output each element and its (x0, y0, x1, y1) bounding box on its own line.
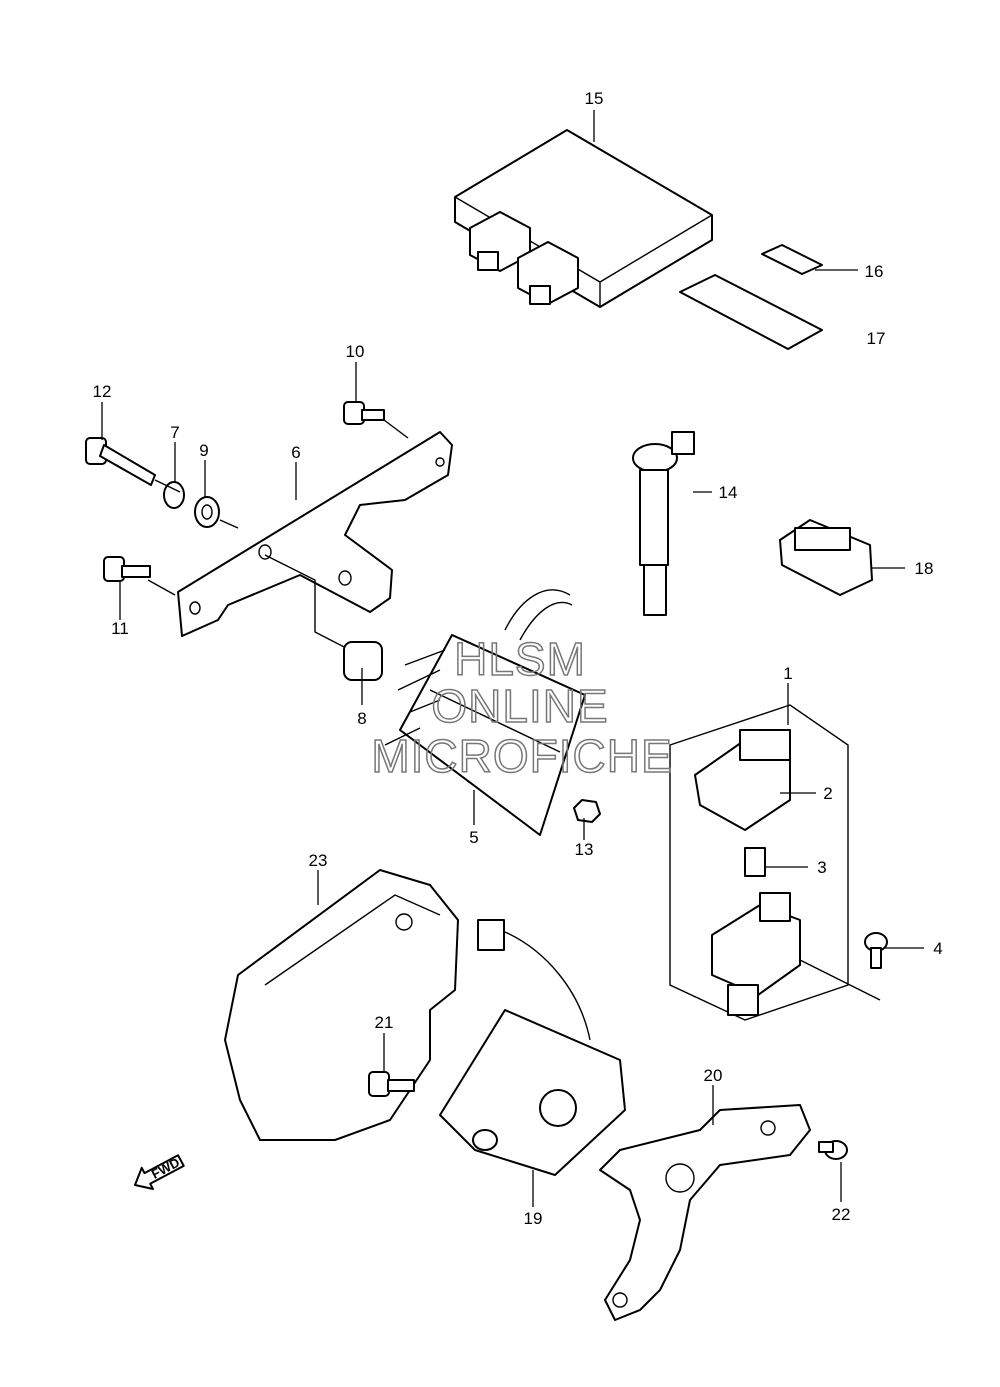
bolt-11[interactable] (103, 556, 151, 582)
callout-15: 15 (585, 89, 604, 108)
callout-16: 16 (865, 262, 884, 281)
callout-17: 17 (867, 329, 886, 348)
bolt-21[interactable] (368, 1071, 415, 1097)
callout-5: 5 (469, 828, 478, 847)
callout-18: 18 (915, 559, 934, 578)
regulator-5[interactable] (384, 589, 586, 836)
callout-3: 3 (817, 858, 826, 877)
callout-9: 9 (199, 441, 208, 460)
relay-body (711, 892, 801, 1016)
callout-10: 10 (346, 342, 365, 361)
label-17[interactable] (679, 274, 823, 350)
callout-2: 2 (823, 784, 832, 803)
callout-19: 19 (524, 1209, 543, 1228)
leader-lines (101, 110, 924, 1207)
callout-labels: 15 16 17 10 12 7 9 6 14 18 11 1 8 2 5 13… (93, 89, 943, 1228)
nut-13[interactable] (573, 799, 601, 823)
fwd-label: FWD (149, 1155, 182, 1182)
starter-relay-assembly-1[interactable] (669, 704, 881, 1021)
connector-18[interactable] (779, 519, 873, 596)
callout-21: 21 (375, 1013, 394, 1032)
screw-22[interactable] (818, 1140, 848, 1160)
callout-14: 14 (719, 483, 738, 502)
screw-4[interactable] (864, 932, 888, 969)
callout-6: 6 (291, 443, 300, 462)
sensor-19[interactable] (439, 919, 626, 1176)
callout-20: 20 (704, 1066, 723, 1085)
callout-13: 13 (575, 840, 594, 859)
callout-11: 11 (111, 619, 129, 638)
callout-8: 8 (357, 709, 366, 728)
callout-1: 1 (783, 664, 792, 683)
watermark-line-2: ONLINE (431, 680, 608, 732)
spacer-8[interactable] (343, 641, 383, 681)
forward-arrow-icon: FWD (134, 1154, 185, 1191)
cover-23[interactable] (224, 869, 459, 1141)
bolt-10[interactable] (343, 401, 385, 425)
watermark: HLSM ONLINE MICROFICHE (371, 632, 673, 783)
watermark-line-3: MICROFICHE (371, 730, 672, 782)
callout-4: 4 (933, 939, 942, 958)
callout-23: 23 (309, 851, 328, 870)
washer-7[interactable] (163, 481, 185, 509)
fuse-3 (744, 847, 766, 877)
bracket-6[interactable] (177, 431, 453, 637)
bracket-20[interactable] (599, 1104, 811, 1321)
callout-7: 7 (170, 423, 179, 442)
callout-12: 12 (93, 382, 112, 401)
collar-9[interactable] (194, 496, 220, 528)
label-16[interactable] (761, 244, 823, 275)
watermark-line-1: HLSM (454, 633, 586, 685)
ecm-unit[interactable] (454, 129, 713, 308)
ignition-coil-14[interactable] (632, 431, 695, 616)
bolt-12[interactable] (85, 437, 156, 486)
callout-22: 22 (832, 1205, 851, 1224)
